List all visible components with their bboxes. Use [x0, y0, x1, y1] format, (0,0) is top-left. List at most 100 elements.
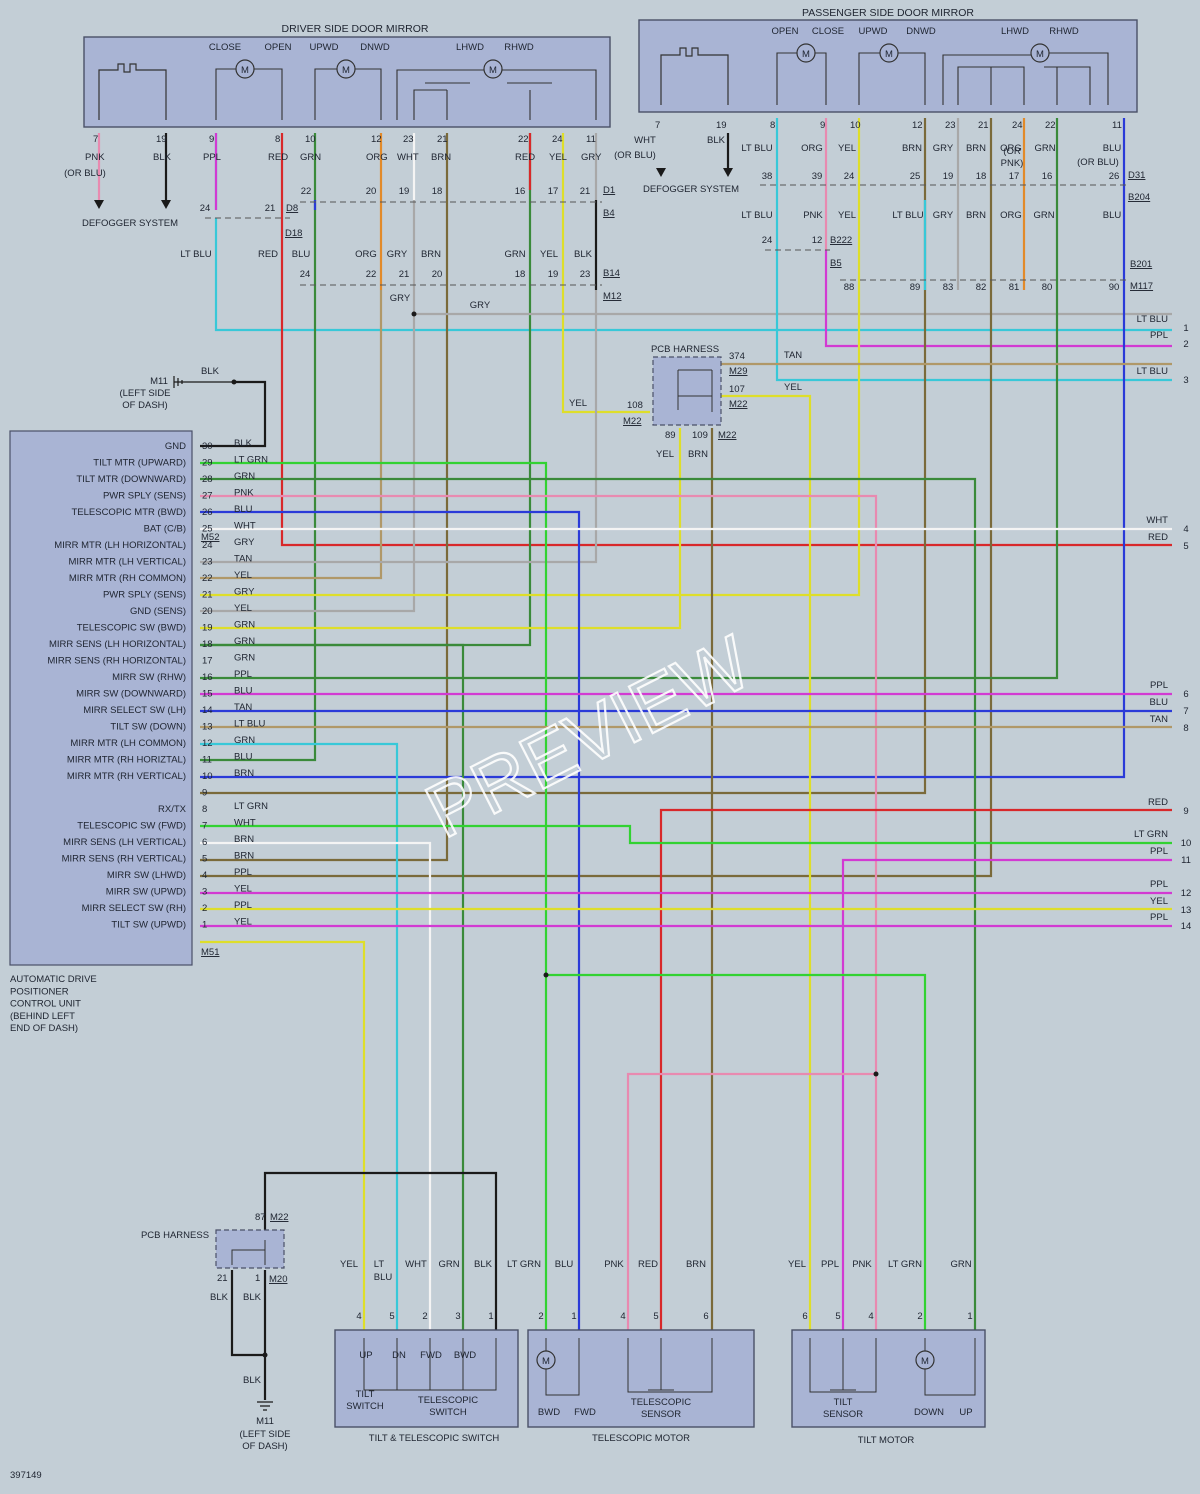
svg-text:24: 24: [762, 235, 773, 246]
driver-mirror: DRIVER SIDE DOOR MIRROR M M M CLOSE OPEN…: [64, 23, 611, 229]
passenger-row2-color: GRN: [1033, 210, 1054, 221]
driver-mirror-internal: [215, 68, 597, 120]
ecu-function: MIRR MTR (RH VERTICAL): [67, 771, 186, 782]
svg-text:2: 2: [538, 1311, 543, 1322]
wire-blk-gnd: [200, 380, 267, 448]
svg-text:12: 12: [812, 235, 823, 246]
wire-ppl-2: [824, 250, 1172, 348]
conn-m29: M29: [729, 366, 747, 377]
passenger-row3-pin: 82: [976, 282, 987, 293]
svg-text:4: 4: [868, 1311, 873, 1322]
driver-row2-color: ORG: [355, 249, 377, 260]
driver-pin: 23: [403, 134, 414, 145]
svg-text:108: 108: [627, 400, 643, 411]
svg-text:1: 1: [967, 1311, 972, 1322]
svg-text:M: M: [802, 49, 810, 60]
terminal-number: 5: [1183, 541, 1188, 552]
svg-text:BRN: BRN: [686, 1259, 706, 1270]
passenger-row2-color: PNK: [803, 210, 823, 221]
svg-text:YEL: YEL: [569, 398, 587, 409]
ecu-wire-color: BRN: [234, 851, 254, 862]
ecu-function: PWR SPLY (SENS): [103, 590, 186, 601]
defogger-heater-icon: [98, 63, 167, 120]
svg-text:89: 89: [665, 430, 676, 441]
conn-b204: B204: [1128, 192, 1150, 203]
terminal-number: 10: [1181, 838, 1192, 849]
passenger-mirror-title: PASSENGER SIDE DOOR MIRROR: [802, 7, 974, 19]
terminal-number: 14: [1181, 921, 1192, 932]
wire-pnk-27: [200, 494, 878, 1330]
ecu-wire-color: GRY: [234, 587, 255, 598]
svg-text:DN: DN: [392, 1350, 406, 1361]
ecu-title-line: POSITIONER: [10, 986, 69, 997]
svg-text:YEL: YEL: [340, 1259, 358, 1270]
passenger-row1-pin: 24: [844, 171, 855, 182]
passenger-wire-color: WHT: [634, 135, 656, 146]
terminal-wire-color: PPL: [1150, 879, 1168, 890]
passenger-row1-pin: 38: [762, 171, 773, 182]
svg-text:LHWD: LHWD: [1001, 26, 1029, 37]
svg-text:M: M: [921, 1356, 929, 1367]
terminal-wire-color: YEL: [1150, 896, 1168, 907]
driver-row2-color: YEL: [540, 249, 558, 260]
svg-text:GRY: GRY: [390, 293, 411, 304]
ecu-pin: 26: [202, 507, 213, 518]
svg-text:YEL: YEL: [788, 1259, 806, 1270]
ecu-pin: 23: [202, 557, 213, 568]
driver-mirror-box: [83, 36, 611, 128]
ecu-function: TILT SW (DOWN): [110, 722, 186, 733]
tilt-tele-switch-box: [334, 1329, 519, 1428]
passenger-row2-color: ORG: [1000, 210, 1022, 221]
ecu-pin: 21: [202, 590, 213, 601]
ecu-wire-color: TAN: [234, 554, 252, 565]
svg-text:374: 374: [729, 351, 745, 362]
wire-ltblu-13: [200, 742, 399, 1330]
ecu-pin: 7: [202, 821, 207, 832]
ecu-pin: 11: [202, 755, 212, 766]
svg-text:YEL: YEL: [656, 449, 674, 460]
svg-text:PPL: PPL: [821, 1259, 839, 1270]
open-label: OPEN: [265, 42, 292, 53]
conn-d8: D8: [286, 203, 298, 214]
ecu-pin: 20: [202, 606, 213, 617]
passenger-pin: 7: [655, 120, 660, 131]
wire-brn-10: [200, 118, 927, 795]
wire-red-9: [659, 808, 1172, 1330]
driver-mirror-title: DRIVER SIDE DOOR MIRROR: [281, 23, 428, 35]
ecu-function: RX/TX: [158, 804, 187, 815]
passenger-row3-pin: 88: [844, 282, 855, 293]
ecu-pin: 6: [202, 837, 207, 848]
conn-d1: D1: [603, 185, 615, 196]
passenger-row2-color: LT BLU: [892, 210, 923, 221]
svg-text:WHT: WHT: [405, 1259, 427, 1270]
svg-text:M22: M22: [623, 416, 641, 427]
svg-text:4: 4: [356, 1311, 361, 1322]
driver-row2-color: LT BLU: [180, 249, 211, 260]
svg-text:RED: RED: [638, 1259, 658, 1270]
ecu-function: TELESCOPIC MTR (BWD): [71, 507, 186, 518]
wire-gry-21: [200, 200, 416, 613]
driver-row1-pin: 20: [366, 186, 377, 197]
ground-icon: [173, 376, 235, 388]
wire-blu-11: [200, 118, 1126, 779]
wire-grn-19: [200, 643, 465, 1330]
passenger-pin: 11: [1112, 120, 1122, 131]
svg-text:TELESCOPIC: TELESCOPIC: [418, 1395, 478, 1406]
svg-text:BLK: BLK: [243, 1375, 262, 1386]
ground-icon: [257, 1401, 273, 1411]
ecu-wire-color: GRN: [234, 653, 255, 664]
svg-text:M22: M22: [718, 430, 736, 441]
ecu-pin: 3: [202, 887, 207, 898]
passenger-mirror-internal: [776, 52, 1109, 105]
driver-wire-color: ORG: [366, 152, 388, 163]
svg-text:1: 1: [488, 1311, 493, 1322]
ecu-pin: 27: [202, 491, 213, 502]
